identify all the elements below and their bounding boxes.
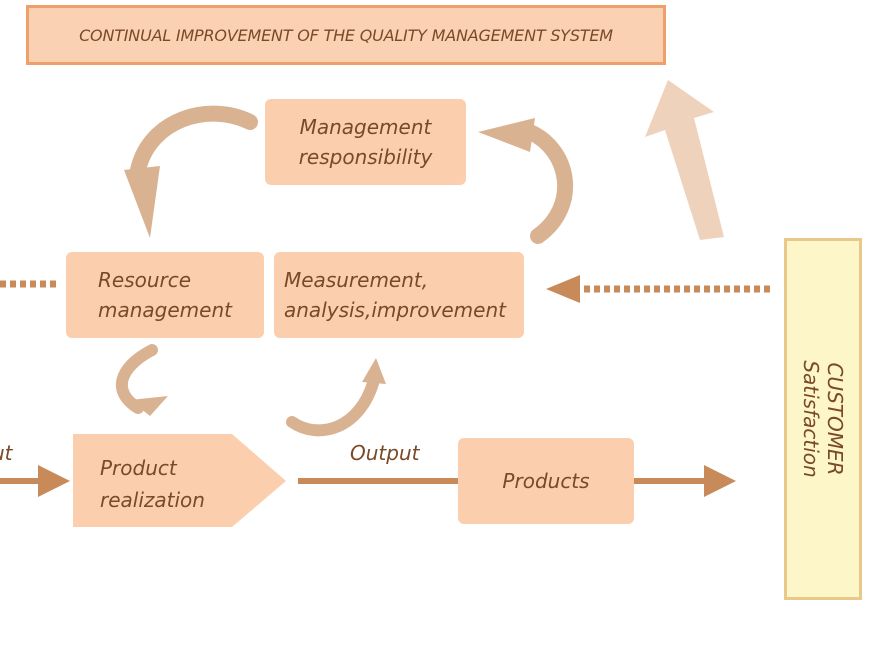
- measurement-label-line2: analysis,improvement: [284, 298, 506, 322]
- input-label-fragment: ut: [0, 441, 13, 465]
- product-realization-label: Product realization: [100, 452, 270, 516]
- products-label: Products: [502, 469, 590, 493]
- products-box: Products: [458, 438, 634, 524]
- resource-management-box: Resource management: [66, 252, 264, 338]
- resource-label-line1: Resource: [98, 268, 192, 292]
- continual-improvement-banner: CONTINUAL IMPROVEMENT OF THE QUALITY MAN…: [26, 5, 666, 65]
- management-label-line2: responsibility: [298, 145, 433, 169]
- resource-label-line2: management: [98, 298, 232, 322]
- measurement-label-line1: Measurement,: [284, 268, 429, 292]
- realization-label-line1: Product: [100, 456, 177, 480]
- curve-arrow-realization-to-meas-head: [362, 358, 386, 384]
- management-responsibility-box: Management responsibility: [265, 99, 466, 185]
- curve-arrow-meas-to-mgmt-head: [478, 118, 535, 152]
- curve-arrow-mgmt-to-resource-head: [124, 166, 160, 238]
- customer-satisfaction-text: CUSTOMER Satisfaction: [799, 360, 847, 477]
- realization-label-line2: realization: [100, 488, 205, 512]
- products-to-customer-arrow-head: [704, 465, 736, 497]
- improvement-up-arrow: [645, 80, 724, 240]
- output-label: Output: [350, 441, 420, 465]
- curve-arrow-meas-to-mgmt: [522, 124, 574, 244]
- curve-arrow-mgmt-to-resource: [130, 105, 258, 178]
- customer-label: CUSTOMER: [823, 362, 847, 476]
- measurement-analysis-box: Measurement, analysis,improvement: [274, 252, 524, 338]
- customer-satisfaction-box: CUSTOMER Satisfaction: [784, 238, 862, 600]
- curve-arrow-realization-to-meas: [286, 374, 380, 437]
- satisfaction-label: Satisfaction: [799, 360, 823, 478]
- product-realization-shape: [73, 434, 286, 527]
- management-label-line1: Management: [299, 115, 432, 139]
- curve-arrow-resource-to-realization-head: [130, 396, 168, 416]
- curve-arrow-resource-to-realization: [115, 344, 158, 414]
- banner-title: CONTINUAL IMPROVEMENT OF THE QUALITY MAN…: [79, 25, 613, 45]
- dotted-arrow-customer-to-meas-head: [546, 275, 580, 303]
- input-arrow-head: [38, 465, 70, 497]
